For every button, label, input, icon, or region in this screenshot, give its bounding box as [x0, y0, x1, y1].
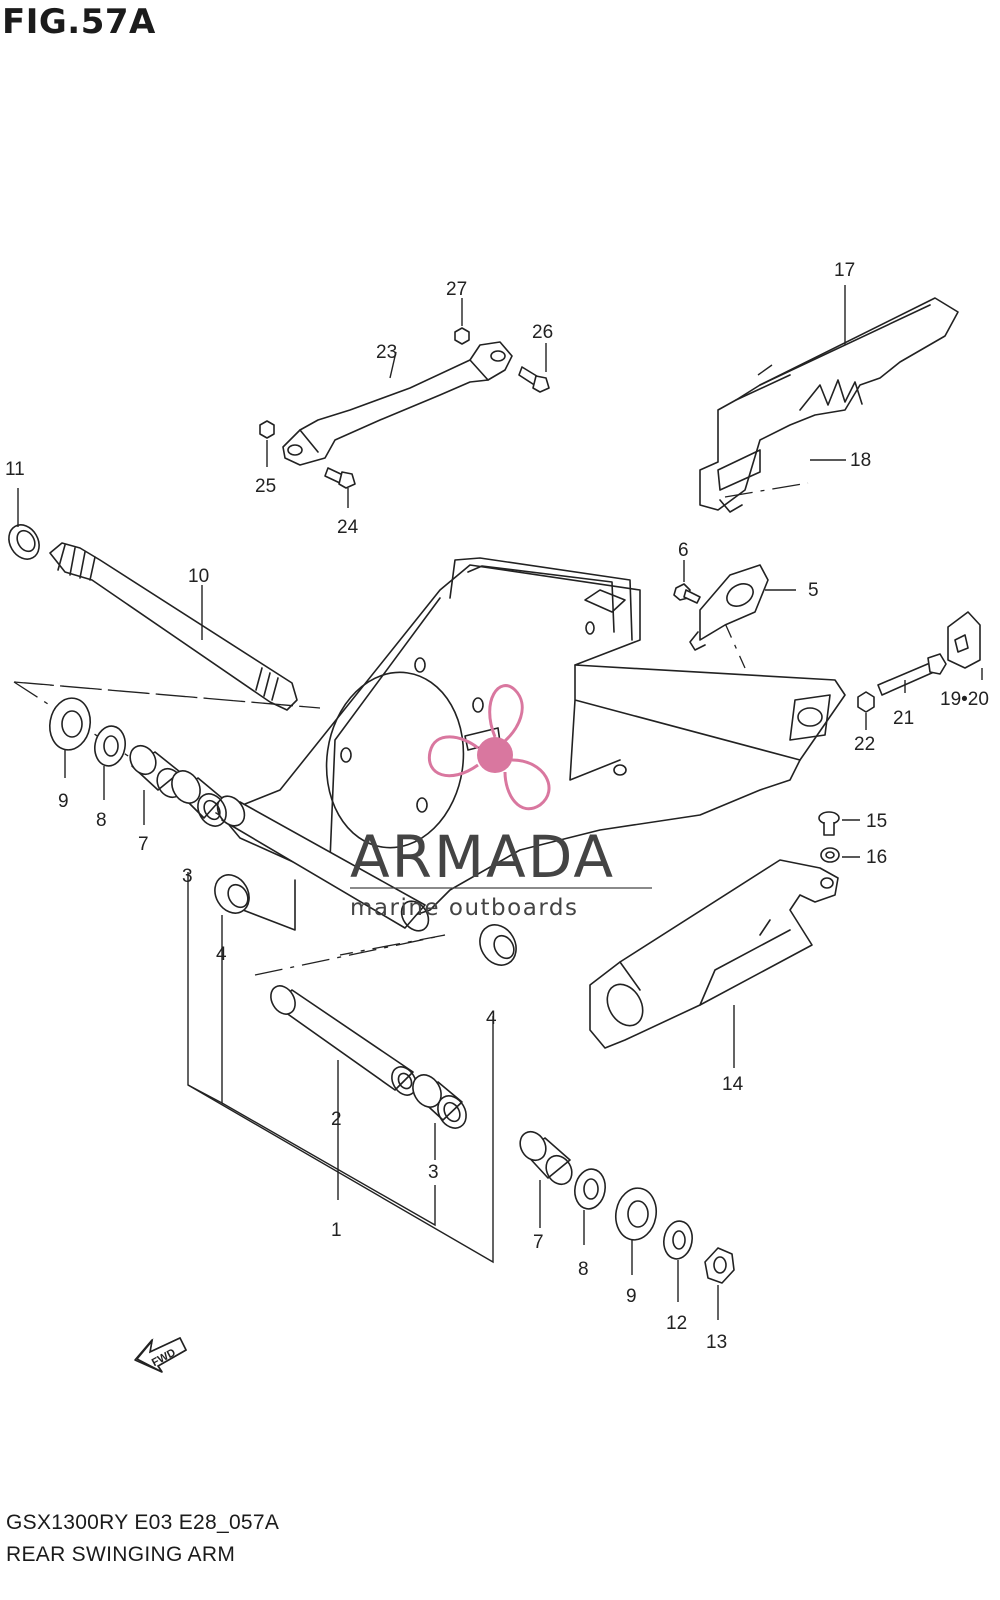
callout-27: 27 — [446, 279, 467, 300]
callout-17: 17 — [834, 260, 855, 281]
callout-3-upper: 3 — [182, 866, 193, 887]
watermark-brand: ARMADA — [350, 823, 615, 891]
callout-19-20: 19•20 — [940, 689, 989, 710]
part-15-bolt — [818, 811, 840, 836]
part-5-bracket — [689, 564, 769, 651]
part-7-collar-right — [519, 1130, 573, 1186]
callout-labels: 17 18 5 6 19•20 21 22 15 16 14 23 27 26 … — [5, 260, 989, 1353]
diagram-name: REAR SWINGING ARM — [6, 1543, 236, 1566]
callout-15: 15 — [866, 811, 887, 832]
part-11-axle-nut — [8, 524, 40, 560]
part-3-bearing-upper — [171, 770, 227, 827]
part-26-bolt — [518, 366, 550, 393]
callout-24: 24 — [337, 517, 359, 538]
axis-line-lower — [254, 934, 446, 976]
part-7-collar-left — [129, 744, 184, 799]
axis-line-pivot — [13, 681, 321, 709]
part-19-20-chain-adjuster — [947, 611, 981, 669]
figure-title: FIG.57A — [2, 2, 156, 42]
callout-16: 16 — [866, 847, 887, 868]
part-6-bolt — [673, 583, 701, 604]
part-21-adjuster-bolt — [877, 653, 947, 696]
part-10-pivot-shaft — [49, 542, 298, 711]
callout-11: 11 — [5, 459, 25, 480]
part-8-washer-right — [574, 1168, 606, 1210]
forward-direction-badge: FWD — [134, 1336, 188, 1373]
callout-18: 18 — [850, 450, 871, 471]
part-23-torque-link — [282, 341, 513, 466]
part-4-bearing-left — [214, 874, 250, 914]
part-3-bearing-lower — [412, 1074, 467, 1129]
part-13-nut — [704, 1247, 735, 1284]
callout-23: 23 — [376, 342, 397, 363]
part-16-nut — [820, 847, 840, 863]
part-14-chain-buffer — [589, 859, 839, 1049]
callout-8-left: 8 — [96, 810, 107, 831]
part-9-oil-seal-left — [48, 697, 92, 751]
callout-26: 26 — [532, 322, 553, 343]
callout-5: 5 — [808, 580, 819, 601]
part-27-nut — [454, 327, 470, 345]
callout-3-lower: 3 — [428, 1162, 439, 1183]
callout-12: 12 — [666, 1313, 687, 1334]
callout-21: 21 — [893, 708, 914, 729]
callout-25: 25 — [255, 476, 276, 497]
callout-9-right: 9 — [626, 1286, 637, 1307]
axis-line-cover — [724, 482, 809, 498]
callout-14: 14 — [722, 1074, 744, 1095]
part-4-bearing-right — [479, 924, 517, 966]
part-12-washer — [663, 1220, 693, 1260]
callout-4-left: 4 — [216, 944, 227, 965]
part-8-washer-left — [94, 725, 126, 767]
swinging-arm-body — [216, 557, 846, 932]
part-24-bolt — [324, 467, 356, 489]
armada-watermark: ARMADA marine outboards — [350, 684, 652, 921]
part-25-nut — [259, 420, 275, 439]
callout-7-right: 7 — [533, 1232, 544, 1253]
diagram-code: GSX1300RY E03 E28_057A — [6, 1511, 280, 1534]
callout-9-left: 9 — [58, 791, 69, 812]
callout-2: 2 — [331, 1109, 342, 1130]
part-2-pivot-tube — [270, 985, 417, 1096]
callout-1: 1 — [331, 1220, 342, 1241]
propeller-logo — [427, 684, 551, 811]
callout-4-right: 4 — [486, 1008, 497, 1029]
callout-10: 10 — [188, 566, 209, 587]
leader-lines — [17, 285, 983, 1320]
callout-7-left: 7 — [138, 834, 149, 855]
watermark-tagline: marine outboards — [350, 895, 578, 921]
callout-22: 22 — [854, 734, 875, 755]
part-22-nut — [857, 691, 875, 713]
callout-8-right: 8 — [578, 1259, 589, 1280]
part-9-oil-seal-right — [614, 1187, 658, 1241]
callout-6: 6 — [678, 540, 689, 561]
callout-13: 13 — [706, 1332, 727, 1353]
part-17-chain-cover — [699, 297, 959, 513]
